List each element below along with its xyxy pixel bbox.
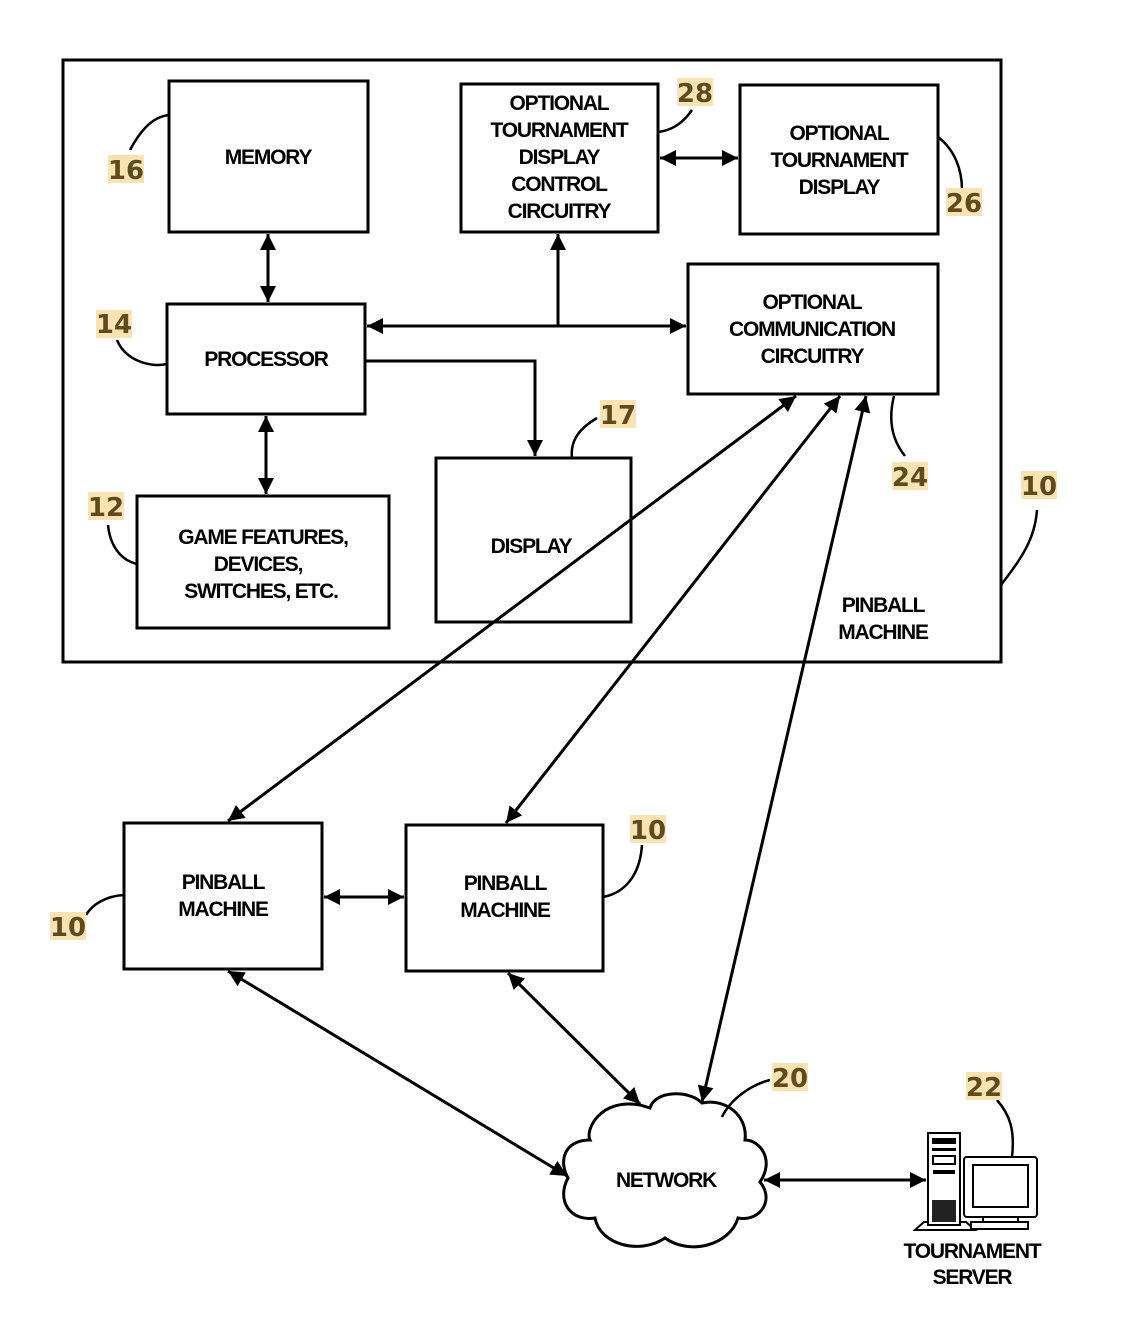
leader-10-middle [602,844,644,899]
leader-17 [570,416,598,459]
game-features-block: GAME FEATURES, DEVICES, SWITCHES, ETC. [135,494,391,630]
ref-20: 20 [772,1063,808,1094]
tournament-display-block: OPTIONAL TOURNAMENT DISPLAY [738,83,940,236]
svg-text:28: 28 [677,79,713,109]
svg-text:10: 10 [50,913,86,943]
comm-line-1: OPTIONAL [763,291,863,314]
comm-line-2: COMMUNICATION [729,318,895,341]
svg-text:16: 16 [108,156,144,186]
ref-10-middle: 10 [630,815,666,846]
leader-20 [720,1078,771,1118]
leader-28 [657,109,694,134]
outer-machine-label-line-1: PINBALL [842,594,926,617]
svg-text:14: 14 [96,310,132,340]
tourn-display-line-3: DISPLAY [799,176,881,199]
pinball-mid-line-2: MACHINE [460,899,551,922]
ref-12: 12 [88,492,124,523]
processor-block: PROCESSOR [165,302,367,416]
game-features-label-line-3: SWITCHES, ETC. [184,580,338,603]
communication-circuitry-block: OPTIONAL COMMUNICATION CIRCUITRY [686,262,940,396]
svg-text:10: 10 [630,816,666,846]
leader-16 [128,113,170,151]
left-machine-network-link [227,969,568,1178]
server-label-line-2: SERVER [933,1266,1013,1289]
comm-line-3: CIRCUITRY [761,345,865,368]
network-cloud: NETWORK [562,1092,768,1249]
pinball-left-line-2: MACHINE [178,898,269,921]
memory-label: MEMORY [225,146,313,169]
ref-16: 16 [108,155,144,186]
leader-10-outer [1000,509,1039,586]
tourn-display-line-2: TOURNAMENT [771,149,909,172]
outer-machine-label-line-2: MACHINE [838,621,929,644]
tourn-ctrl-line-1: OPTIONAL [510,92,610,115]
tournament-display-control-block: OPTIONAL TOURNAMENT DISPLAY CONTROL CIRC… [459,82,660,234]
ref-22: 22 [966,1072,1002,1103]
processor-display-link [365,359,543,456]
leader-10-left [84,893,125,916]
ref-10-outer: 10 [1021,471,1057,502]
middle-machine-network-link [506,971,642,1106]
ref-10-left: 10 [50,912,86,943]
svg-text:12: 12 [88,493,124,523]
tourn-ctrl-line-3: DISPLAY [519,146,601,169]
pinball-left-line-1: PINBALL [182,871,266,894]
game-features-label-line-1: GAME FEATURES, [178,526,348,549]
svg-text:17: 17 [600,401,636,431]
tourn-ctrl-line-2: TOURNAMENT [491,119,629,142]
pinball-machine-middle-block: PINBALL MACHINE [404,823,605,973]
leader-22 [996,1099,1014,1158]
tourn-ctrl-line-4: CONTROL [511,173,608,196]
ref-24: 24 [892,462,928,493]
memory-block: MEMORY [167,79,370,234]
ref-17: 17 [600,400,636,431]
ref-28: 28 [677,78,713,109]
tourn-ctrl-line-5: CIRCUITRY [508,200,612,223]
tourn-display-line-1: OPTIONAL [790,122,890,145]
comm-to-network-link [697,395,871,1103]
display-label: DISPLAY [491,535,573,558]
svg-text:26: 26 [946,189,982,219]
pinball-machine-left-block: PINBALL MACHINE [122,821,324,971]
network-label: NETWORK [616,1169,717,1192]
svg-text:24: 24 [892,463,928,493]
ref-14: 14 [96,310,132,340]
svg-text:22: 22 [966,1073,1002,1103]
leader-24 [890,395,906,457]
leader-12 [106,524,138,566]
processor-label: PROCESSOR [204,348,328,371]
leader-26 [937,136,964,191]
leader-14 [115,339,168,367]
tournament-server-icon [912,1132,1038,1231]
pinball-mid-line-1: PINBALL [464,872,548,895]
ref-26: 26 [946,188,982,219]
game-features-label-line-2: DEVICES, [214,553,303,576]
svg-text:20: 20 [772,1064,808,1094]
server-label-line-1: TOURNAMENT [904,1240,1042,1263]
svg-text:10: 10 [1021,472,1057,502]
